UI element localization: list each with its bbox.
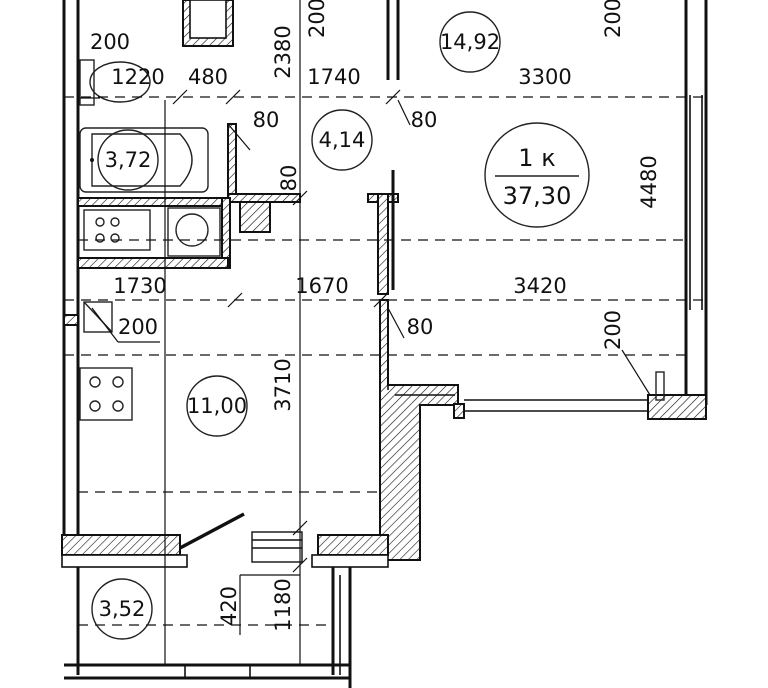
bathroom-area-label: 3,72 — [105, 148, 152, 172]
dim-3300: 3300 — [518, 65, 571, 89]
dim-1670: 1670 — [295, 274, 348, 298]
dim-80-a: 80 — [253, 108, 280, 132]
dim-200-top: 200 — [90, 30, 130, 54]
dimension-lines — [64, 0, 706, 665]
partitions — [61, 123, 707, 688]
dim-4480: 4480 — [637, 155, 661, 208]
dim-200-v3: 200 — [601, 310, 625, 350]
dim-1220: 1220 — [111, 65, 164, 89]
balcony-area-label: 3,52 — [99, 597, 146, 621]
apartment-total-label: 37,30 — [503, 182, 572, 210]
dim-200-v2: 200 — [601, 0, 625, 38]
corridor-area-label: 4,14 — [319, 128, 366, 152]
room-area-label: 14,92 — [440, 30, 500, 54]
dimension-labels: 200 1220 480 2380 200 1740 3300 200 80 8… — [90, 0, 661, 632]
dim-3710: 3710 — [271, 358, 295, 411]
apartment-type-label: 1 к — [518, 144, 555, 172]
dim-1180: 1180 — [271, 578, 295, 631]
dim-200-mid: 200 — [118, 315, 158, 339]
dim-200-v1: 200 — [305, 0, 329, 38]
dim-3420: 3420 — [513, 274, 566, 298]
dim-80-c: 80 — [277, 165, 301, 192]
dim-2380: 2380 — [271, 25, 295, 78]
dim-420: 420 — [217, 586, 241, 626]
dim-80-d: 80 — [407, 315, 434, 339]
dim-1730: 1730 — [113, 274, 166, 298]
fixtures — [79, 59, 665, 421]
outer-walls — [62, 0, 708, 560]
room-labels: 3,72 4,14 14,92 1 к 37,30 11,00 3,52 — [91, 11, 590, 640]
kitchen-area-label: 11,00 — [187, 394, 247, 418]
dim-480: 480 — [188, 65, 228, 89]
dim-80-b: 80 — [411, 108, 438, 132]
dim-1740: 1740 — [307, 65, 360, 89]
